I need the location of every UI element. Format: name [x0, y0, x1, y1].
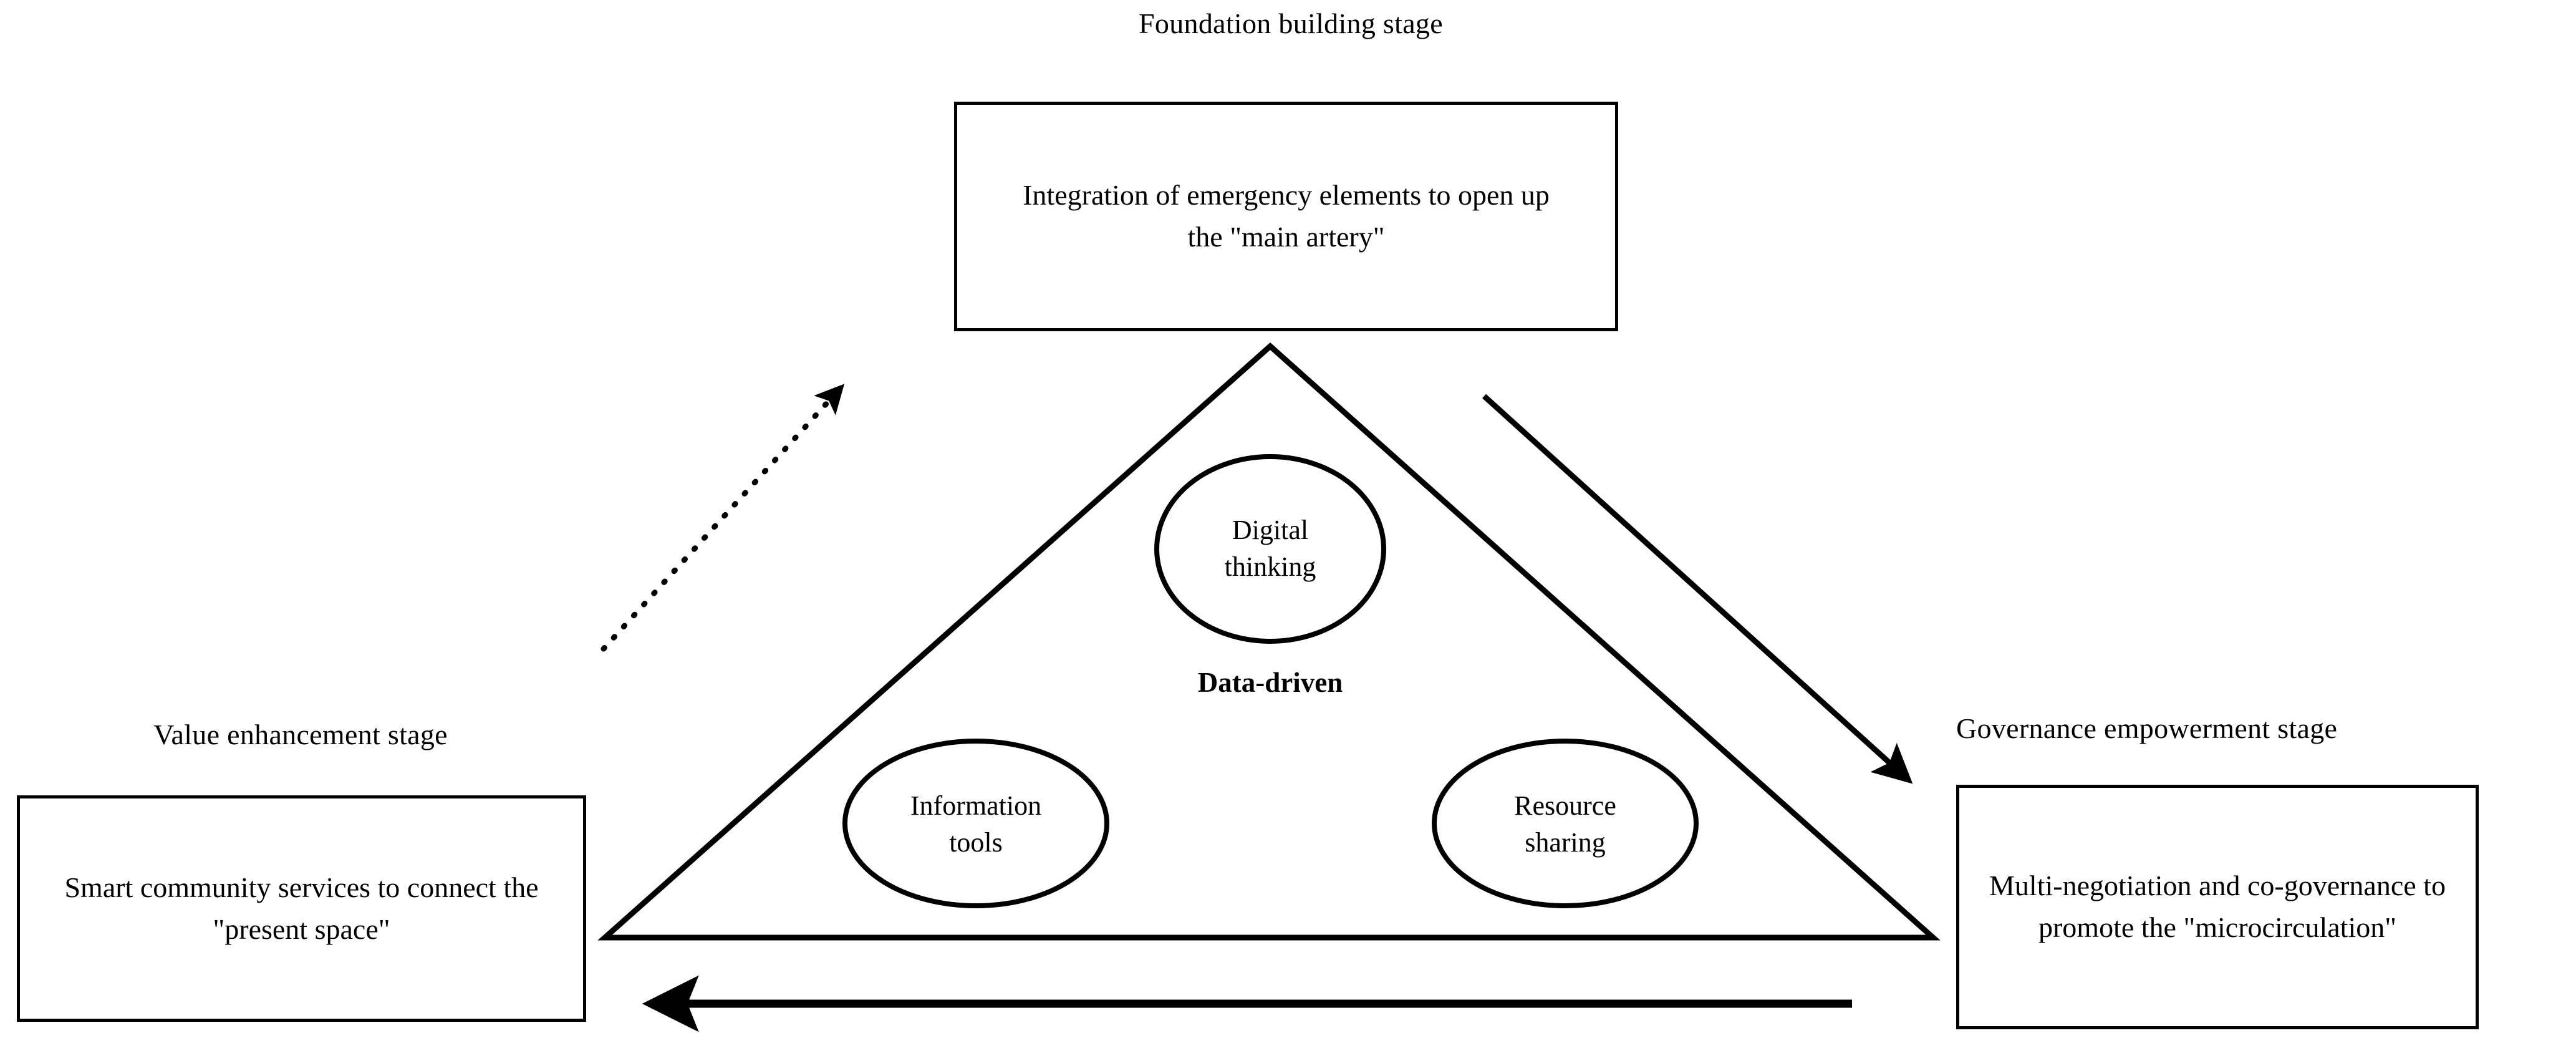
ellipse-digital-thinking [1154, 454, 1386, 644]
center-label-data-driven: Data-driven [1197, 667, 1343, 698]
node-box-foundation-building-text: Integration of emergency elements to ope… [1023, 179, 1550, 253]
stage-label-value-enhancement: Value enhancement stage [153, 719, 448, 750]
connector-top-to-right-arrow [1482, 394, 1913, 784]
ellipse-information-tools [842, 739, 1109, 908]
node-box-governance-empowerment-text: Multi-negotiation and co-governance to p… [1989, 870, 2446, 943]
stage-label-foundation: Foundation building stage [1139, 7, 1443, 39]
node-box-governance-empowerment[interactable]: Multi-negotiation and co-governance to p… [1956, 785, 2479, 1029]
main-triangle [597, 342, 1941, 941]
ellipse-resource-sharing [1432, 739, 1699, 908]
node-box-value-enhancement[interactable]: Smart community services to connect the … [17, 795, 586, 1022]
node-box-value-enhancement-text: Smart community services to connect the … [64, 871, 539, 945]
stage-label-governance-empowerment: Governance empowerment stage [1956, 712, 2338, 744]
node-box-foundation-building[interactable]: Integration of emergency elements to ope… [954, 102, 1618, 331]
connector-left-to-top-arrow [601, 384, 845, 652]
